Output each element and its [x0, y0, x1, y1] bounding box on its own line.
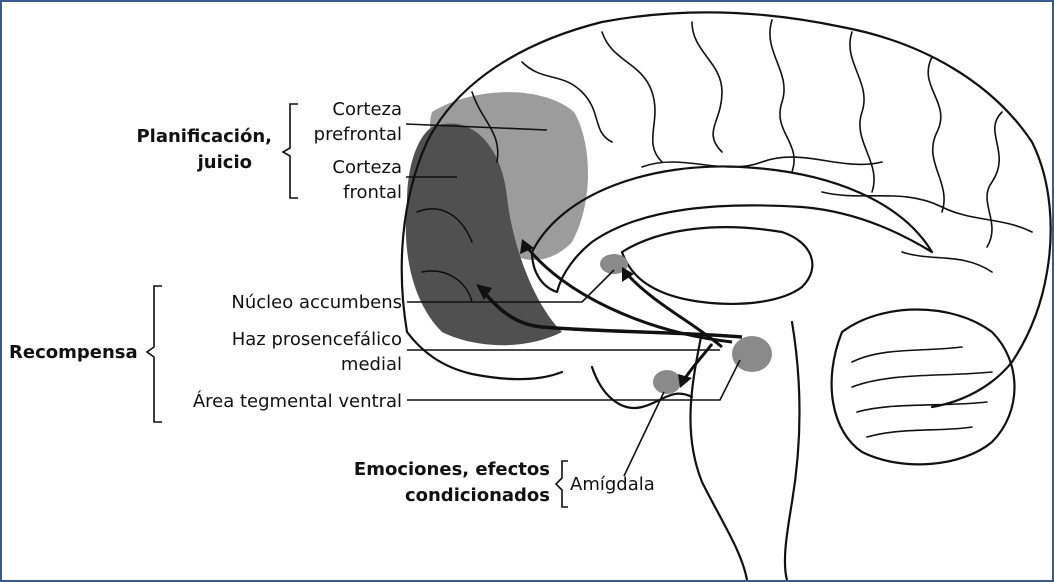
reward-bracket	[147, 286, 162, 422]
planning-label-line1: Planificación,	[136, 126, 272, 147]
planning-label-line2: juicio	[197, 152, 252, 173]
amygdala-spot	[653, 370, 681, 394]
emotions-label-line1: Emociones, efectos	[354, 459, 550, 480]
emotions-bracket	[556, 461, 568, 507]
planning-bracket	[283, 104, 298, 198]
prefrontal-label-line2: prefrontal	[314, 124, 402, 145]
vta-label: Área tegmental ventral	[193, 390, 402, 412]
frontal-label-line1: Corteza	[332, 157, 402, 178]
frontal-label-line2: frontal	[343, 182, 402, 203]
leader-amygdala	[624, 392, 664, 476]
thalamus	[622, 227, 812, 304]
corpus-callosum	[532, 166, 932, 292]
cerebellum-folia	[852, 347, 992, 437]
vta-spot	[732, 336, 772, 372]
amygdala-label: Amígdala	[570, 474, 655, 495]
prefrontal-label-line1: Corteza	[332, 99, 402, 120]
leader-vta	[407, 360, 740, 400]
accumbens-label: Núcleo accumbens	[231, 292, 402, 313]
cerebellum	[832, 310, 1015, 465]
emotions-label-line2: condicionados	[405, 485, 550, 506]
bundle-label-line1: Haz prosencefálico	[232, 329, 402, 350]
reward-label: Recompensa	[9, 342, 138, 363]
bundle-label-line2: medial	[341, 354, 402, 375]
